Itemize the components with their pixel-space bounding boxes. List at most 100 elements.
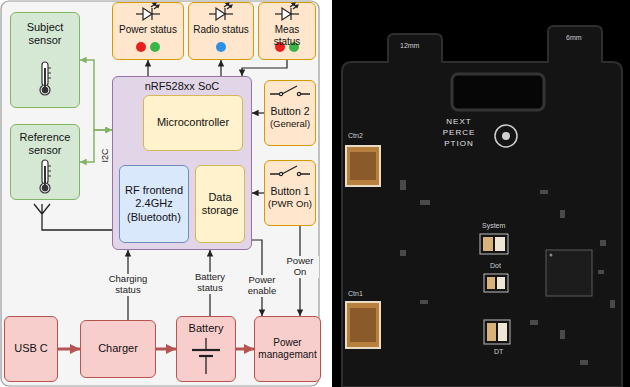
button-box: Button 2(General) — [264, 80, 316, 146]
pcb-photo — [346, 146, 380, 186]
connector — [127, 250, 128, 320]
pcb-photo — [346, 302, 380, 348]
pcb-photo — [484, 320, 510, 344]
label-anchor: NEXT PERCE PTION — [434, 116, 484, 149]
pcb-photo — [560, 330, 565, 339]
pcb-photo — [495, 237, 505, 251]
label-anchor: I2C — [100, 146, 111, 164]
connector — [58, 348, 80, 351]
node-label: Reference sensor — [13, 131, 77, 157]
node-label: Data storage — [198, 191, 242, 217]
led-dot — [150, 42, 160, 52]
connector — [80, 130, 112, 162]
pcb-photo — [420, 300, 428, 304]
pcb-photo — [487, 323, 496, 341]
node-label: RF frontend 2.4GHz (Bluetooth) — [122, 184, 186, 224]
node-label: Button 1 — [270, 185, 309, 198]
node-label: Radio status — [193, 24, 249, 36]
switch-symbol — [270, 166, 310, 176]
pcb-photo — [546, 250, 592, 296]
silkscreen-text: 6mm — [566, 34, 582, 42]
node-label: Power status — [119, 24, 177, 36]
connector — [236, 348, 254, 351]
edge-label-anchor: Battery status — [186, 272, 234, 294]
connector — [80, 60, 112, 130]
pcb-photo — [332, 0, 630, 387]
node-label: Power managemant — [257, 337, 318, 361]
pcb-photo — [452, 74, 544, 110]
led-symbol — [136, 3, 160, 20]
rf-box: RF frontend 2.4GHz (Bluetooth) — [119, 165, 189, 243]
antenna-symbol — [34, 204, 118, 230]
block-box: Data storage — [195, 165, 245, 243]
pcb-photo — [598, 270, 604, 274]
bus-name: I2C — [100, 146, 111, 164]
connector — [242, 60, 287, 76]
silkscreen-text: System — [482, 222, 505, 230]
power-box: Charger — [80, 320, 156, 378]
status-led-box: Meas status — [258, 2, 316, 60]
connector — [147, 60, 148, 76]
status-led-box: Radio status — [188, 2, 254, 60]
pcb-photo — [487, 277, 495, 289]
battery-symbol — [192, 338, 220, 374]
pcb-photo — [342, 26, 622, 387]
pcb-photo — [400, 180, 406, 190]
power-box: Battery — [176, 316, 236, 382]
thermometer-icon — [40, 160, 51, 193]
antenna-symbol — [34, 204, 118, 230]
battery-symbol — [192, 349, 220, 351]
connector — [252, 112, 264, 113]
connector — [299, 226, 300, 316]
label-anchor: System — [482, 222, 505, 230]
connector — [220, 60, 221, 76]
node-label: Button 2 — [270, 105, 309, 118]
connector — [252, 240, 262, 316]
label-anchor: 12mm — [400, 42, 419, 50]
pcb-photo — [480, 234, 508, 254]
pcb-photo — [484, 274, 508, 292]
pcb-photo — [400, 250, 406, 256]
pcb-photo — [400, 180, 615, 365]
edge-label: Battery status — [186, 272, 234, 294]
pcb-photo — [600, 240, 606, 246]
pcb-photo — [332, 0, 630, 387]
pcb-photo — [483, 237, 493, 251]
battery-symbol — [199, 355, 213, 357]
edge-label: Power On — [281, 256, 319, 278]
thermometer-icon — [40, 62, 51, 95]
soc-box: Microcontroller RF frontend 2.4GHz (Bluet… — [112, 76, 252, 250]
pcb-photo — [420, 200, 430, 205]
silkscreen-text: 12mm — [400, 42, 419, 50]
node-label: Battery — [189, 322, 224, 335]
pcb-photo — [502, 132, 510, 140]
led-symbol — [275, 3, 299, 20]
pcb-photo — [550, 254, 553, 257]
power-box: Power managemant — [254, 316, 321, 382]
silkscreen-text: DT — [494, 348, 503, 356]
edge-label-anchor: Charging status — [102, 274, 154, 296]
sensor-box: Subject sensor — [10, 12, 80, 108]
edge-label: Charging status — [102, 274, 154, 296]
pcb-photo — [540, 190, 548, 194]
block-box: Microcontroller — [143, 95, 243, 151]
silkscreen-text: Dot — [490, 262, 501, 270]
label-anchor: 6mm — [566, 34, 582, 42]
led-dot — [136, 42, 146, 52]
node-sublabel: (General) — [270, 118, 310, 129]
node-label: Microcontroller — [157, 116, 229, 129]
node-label: Subject sensor — [13, 21, 77, 47]
sensor-box: Reference sensor — [10, 124, 80, 200]
label-anchor: DT — [494, 348, 503, 356]
pcb-photo — [350, 152, 376, 180]
silkscreen-text: Ctn1 — [348, 290, 363, 298]
power-box: USB C — [4, 316, 58, 382]
label-anchor: Ctn1 — [348, 290, 363, 298]
node-sublabel: (PWR On) — [268, 198, 312, 209]
edge-label-anchor: Power enable — [243, 275, 281, 297]
pcb-photo — [560, 210, 565, 218]
